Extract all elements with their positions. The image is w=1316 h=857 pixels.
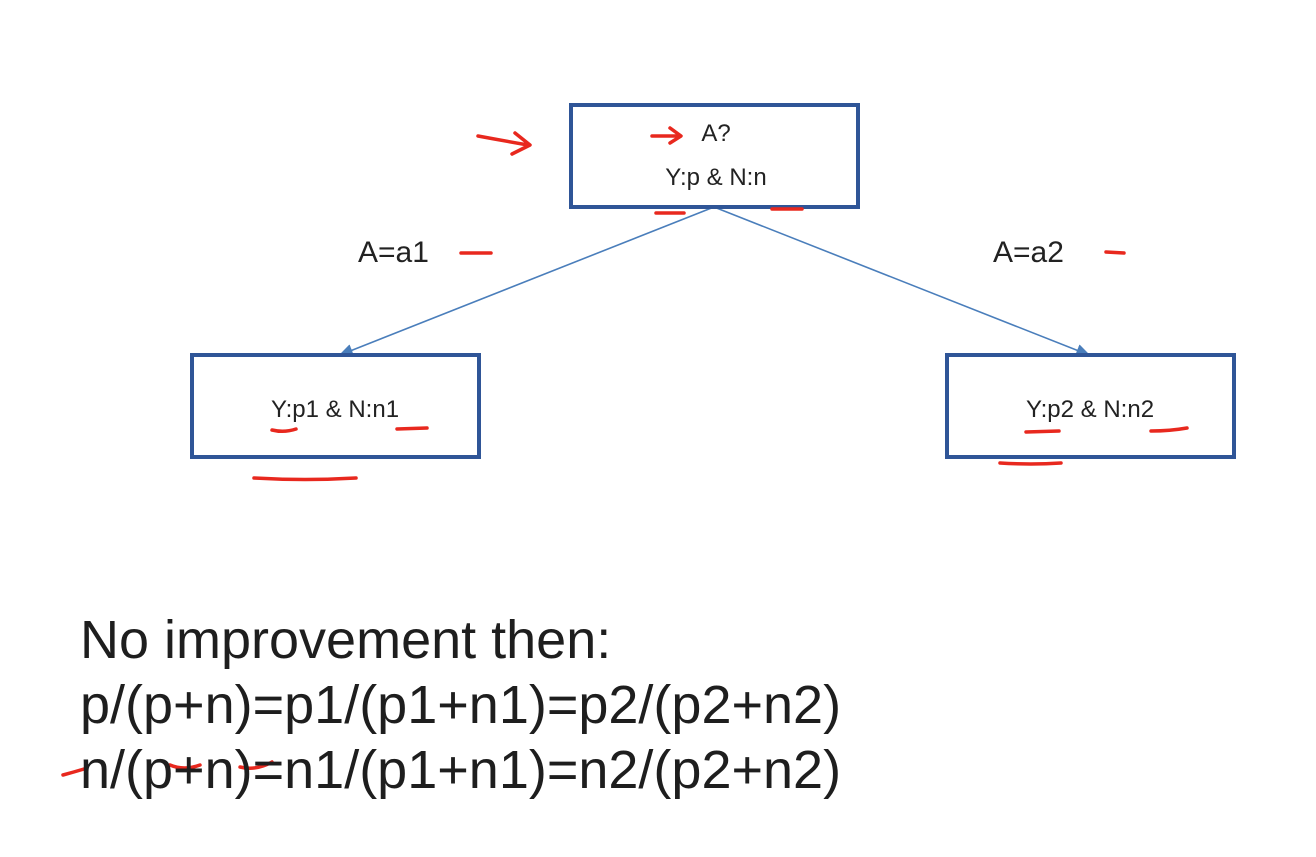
right-child-node: Y:p2 & N:n2 — [945, 353, 1236, 459]
annotation-underline-p2 — [1024, 429, 1061, 434]
annotation-underline-eq-p — [168, 763, 202, 770]
left-child-node: Y:p1 & N:n1 — [190, 353, 481, 459]
root-node: A? Y:p & N:n — [569, 103, 860, 209]
root-question: A? — [701, 120, 730, 147]
statement-block: No improvement then: p/(p+n)=p1/(p1+n1)=… — [80, 608, 841, 802]
left-child-counts: Y:p1 & N:n1 — [271, 396, 399, 423]
annotation-underline-n2 — [1149, 426, 1189, 433]
annotation-arrow-root — [650, 126, 683, 145]
annotation-underline-eq-n — [238, 760, 274, 770]
left-branch-edge — [338, 206, 715, 357]
annotation-mark-eq-p — [61, 767, 86, 777]
handwritten-annotations — [61, 126, 1189, 777]
annotation-underline-right-box — [998, 461, 1063, 466]
annotation-underline-n1 — [395, 426, 429, 431]
right-branch-edge — [713, 206, 1091, 357]
root-counts: Y:p & N:n — [665, 164, 766, 191]
annotation-underline-left-box — [252, 476, 358, 482]
right-child-counts: Y:p2 & N:n2 — [1026, 396, 1154, 423]
left-edge-label: A=a1 — [358, 236, 429, 269]
annotation-dash-a2 — [1104, 250, 1126, 255]
right-edge-label: A=a2 — [993, 236, 1064, 269]
statement-heading: No improvement then: — [80, 610, 612, 670]
equation-p: p/(p+n)=p1/(p1+n1)=p2/(p2+n2) — [80, 674, 842, 735]
equation-n: n/(p+n)=n1/(p1+n1)=n2/(p2+n2) — [80, 739, 842, 800]
annotation-arrow-left — [476, 131, 532, 156]
annotation-underline-p1 — [270, 427, 298, 434]
